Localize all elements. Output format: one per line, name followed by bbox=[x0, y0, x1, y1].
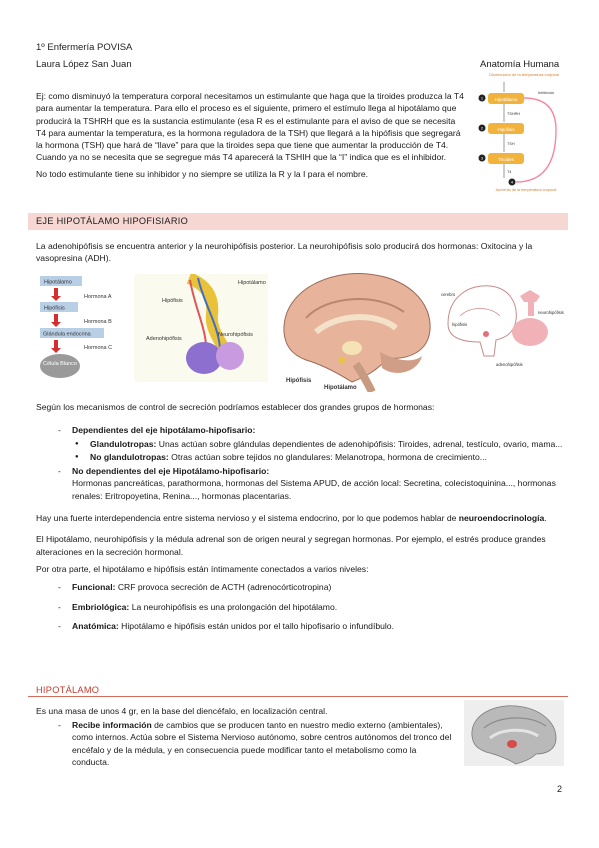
hormone-flow-diagram: Hipotálamo Hormona A Hipófisis Hormona B… bbox=[38, 274, 130, 382]
svg-text:Tiroides: Tiroides bbox=[498, 157, 515, 162]
svg-text:TSH: TSH bbox=[507, 142, 515, 146]
diagram-top-label: Disminución de la temperatura corporal bbox=[489, 72, 559, 77]
svg-text:Hipófisis: Hipófisis bbox=[497, 127, 515, 132]
svg-text:Hormona A: Hormona A bbox=[84, 294, 112, 300]
diagram-bottom-label: Aumento de la temperatura corporal bbox=[496, 188, 557, 192]
svg-text:Hipotálamo: Hipotálamo bbox=[495, 97, 518, 102]
author-header: Laura López San Juan bbox=[36, 59, 132, 70]
svg-text:4: 4 bbox=[511, 180, 514, 185]
svg-text:Hipotálamo: Hipotálamo bbox=[324, 385, 357, 391]
neuroendocrinology-paragraph: Hay una fuerte interdependencia entre si… bbox=[36, 513, 547, 524]
list-item: Dependientes del eje hipotálamo-hipofisa… bbox=[36, 424, 566, 463]
svg-text:Hipófisis: Hipófisis bbox=[286, 378, 312, 384]
svg-text:Hormona B: Hormona B bbox=[84, 319, 112, 325]
section1-intro: La adenohipófisis se encuentra anterior … bbox=[36, 240, 561, 265]
thyroid-step bbox=[488, 153, 524, 164]
list-item: Embriológica: La neurohipófisis es una p… bbox=[36, 601, 566, 614]
pituitary-illustration: Hipotálamo Hipófisis Adenohipófisis Neur… bbox=[134, 274, 268, 382]
section2-list: Recibe información de cambios que se pro… bbox=[36, 719, 456, 770]
hypothalamus-step bbox=[488, 93, 524, 104]
section-divider bbox=[28, 696, 568, 697]
svg-text:1: 1 bbox=[481, 96, 484, 101]
svg-text:3: 3 bbox=[481, 156, 484, 161]
svg-text:Célula Blanco: Célula Blanco bbox=[43, 361, 77, 367]
svg-text:Adenohipófisis: Adenohipófisis bbox=[146, 336, 182, 342]
intro-paragraph-2: No todo estimulante tiene su inhibidor y… bbox=[36, 168, 368, 179]
svg-text:Inhibición: Inhibición bbox=[538, 91, 554, 95]
neural-origin-paragraph: El Hipotálamo, neurohipófisis y la médul… bbox=[36, 534, 546, 557]
svg-text:neurohipófisis: neurohipófisis bbox=[538, 310, 564, 315]
svg-text:cerebro: cerebro bbox=[441, 292, 456, 297]
svg-text:Hipófisis: Hipófisis bbox=[162, 298, 183, 304]
svg-text:adenohipófisis: adenohipófisis bbox=[496, 362, 523, 367]
svg-text:Hipófisis: Hipófisis bbox=[44, 306, 65, 312]
hormone-groups-intro: Según los mecanismos de control de secre… bbox=[36, 402, 435, 412]
independent-group-title: No dependientes del eje Hipotálamo-hipof… bbox=[72, 466, 270, 477]
svg-text:Hipotálamo: Hipotálamo bbox=[238, 280, 266, 286]
list-item: Glandulotropas: Unas actúan sobre glándu… bbox=[72, 438, 566, 451]
svg-text:hipófisis: hipófisis bbox=[452, 322, 467, 327]
pituitary-location-drawing: cerebro hipófisis neurohipófisis adenohi… bbox=[440, 276, 565, 372]
feedback-loop bbox=[515, 97, 557, 183]
section-heading-hipotalamo: HIPOTÁLAMO bbox=[36, 685, 100, 695]
thermoregulation-diagram: Disminución de la temperatura corporal H… bbox=[476, 70, 566, 198]
adenohypophysis-paragraph: La adenohipófisis se encuentra anterior … bbox=[36, 241, 533, 264]
pituitary-step bbox=[488, 123, 524, 134]
intro-paragraph-1: Ej: como disminuyó la temperatura corpor… bbox=[36, 91, 464, 163]
intro-text: Ej: como disminuyó la temperatura corpor… bbox=[36, 90, 466, 180]
section2-intro: Es una masa de unos 4 gr, en la base del… bbox=[36, 705, 561, 717]
list-item: Anatómica: Hipotálamo e hipófisis están … bbox=[36, 620, 566, 633]
svg-text:TSHRH: TSHRH bbox=[507, 112, 520, 116]
brain-sagittal-image: Hipófisis Hipotálamo bbox=[276, 268, 436, 392]
list-item: No dependientes del eje Hipotálamo-hipof… bbox=[36, 465, 566, 502]
connection-levels-intro: Por otra parte, el hipotálamo e hipófisi… bbox=[36, 563, 369, 574]
dependent-sublist: Glandulotropas: Unas actúan sobre glándu… bbox=[72, 438, 566, 464]
svg-text:Neurohipófisis: Neurohipófisis bbox=[218, 332, 253, 338]
dependent-group-title: Dependientes del eje hipotálamo-hipofisa… bbox=[72, 425, 256, 436]
list-item: Recibe información de cambios que se pro… bbox=[36, 719, 456, 768]
svg-text:Hipotálamo: Hipotálamo bbox=[44, 280, 72, 286]
hypothalamus-functions-list: Recibe información de cambios que se pro… bbox=[36, 719, 456, 768]
subject-title: Anatomía Humana bbox=[480, 59, 560, 70]
section-heading-eje: EJE HIPOTÁLAMO HIPOFISIARIO bbox=[28, 213, 568, 230]
svg-text:Glándula endocrina: Glándula endocrina bbox=[43, 332, 92, 338]
connection-levels-list: Funcional: CRF provoca secreción de ACTH… bbox=[36, 581, 566, 632]
hypothalamus-brain-image bbox=[464, 700, 564, 766]
svg-text:T4: T4 bbox=[507, 170, 511, 174]
list-item: Funcional: CRF provoca secreción de ACTH… bbox=[36, 581, 566, 594]
svg-text:Hormona C: Hormona C bbox=[84, 345, 112, 351]
hypothalamus-mass-paragraph: Es una masa de unos 4 gr, en la base del… bbox=[36, 706, 328, 716]
svg-text:2: 2 bbox=[481, 126, 484, 131]
hormone-groups-list: Dependientes del eje hipotálamo-hipofisa… bbox=[36, 424, 566, 502]
page-number: 2 bbox=[557, 784, 563, 794]
independent-group-text: Hormonas pancreáticas, parathormona, hor… bbox=[72, 478, 556, 501]
section1-body: Según los mecanismos de control de secre… bbox=[36, 401, 566, 634]
list-item: No glandulotropas: Otras actúan sobre te… bbox=[72, 451, 566, 464]
course-header: 1º Enfermería POVISA bbox=[36, 42, 133, 53]
